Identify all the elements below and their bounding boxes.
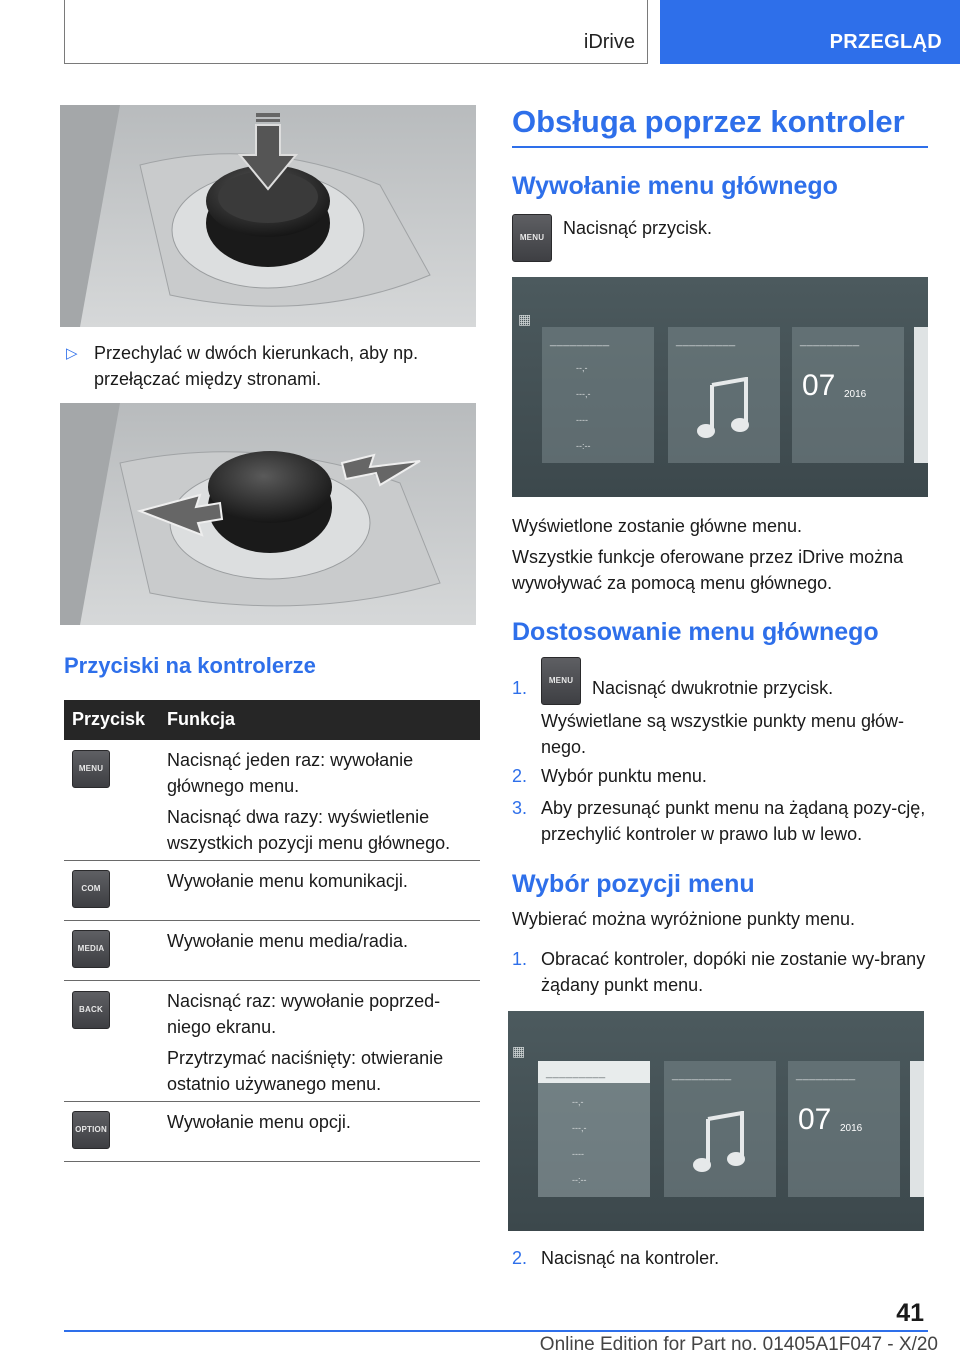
step-text: Nacisnąć na kontroler.: [541, 1248, 720, 1268]
tilt-text: Przechylać w dwóch kierunkach, aby np. p…: [94, 343, 419, 389]
tile-value: --,-: [576, 363, 588, 373]
step-text: Aby przesunąć punkt menu na żądaną pozy-…: [541, 798, 926, 844]
tile-placeholder: _________: [672, 1069, 732, 1081]
date-day: 07: [798, 1103, 832, 1136]
title-rule: [512, 146, 928, 148]
step-subtext: Wyświetlane są wszystkie punkty menu głó…: [541, 711, 904, 757]
date-year: 2016: [840, 1123, 863, 1134]
bullet-triangle-icon: ▷: [66, 345, 78, 362]
step-text: Nacisnąć dwukrotnie przycisk.: [592, 678, 834, 698]
step-text: Obracać kontroler, dopóki nie zostanie w…: [541, 949, 926, 995]
table-row: COM Wywołanie menu komunikacji.: [64, 861, 480, 921]
table-cell-line: Wywołanie menu komunikacji.: [167, 871, 408, 891]
menu-grid-icon: ▦: [512, 1043, 526, 1059]
table-cell-line: Wywołanie menu media/radia.: [167, 931, 408, 951]
menu-button-icon: MENU: [512, 214, 552, 262]
table-row: OPTION Wywołanie menu opcji.: [64, 1102, 480, 1162]
table-header: Przycisk Funkcja: [64, 700, 480, 740]
header-bar: iDrive: [64, 0, 648, 64]
press-text: Nacisnąć przycisk.: [563, 218, 713, 238]
after-text-1: Wyświetlone zostanie główne menu.: [512, 516, 802, 536]
tile-placeholder: _________: [546, 1067, 606, 1079]
tile-value: --:--: [576, 441, 591, 451]
table-row: MENU Nacisnąć jeden raz: wywołanie główn…: [64, 740, 480, 861]
table-cell-line: Nacisnąć raz: wywołanie poprzed-niego ek…: [167, 991, 441, 1037]
music-note-icon: [697, 377, 749, 438]
tile-value: ---,-: [576, 389, 591, 399]
date-year: 2016: [844, 389, 867, 400]
table-cell-line: Nacisnąć jeden raz: wywołanie głównego m…: [167, 750, 414, 796]
menu-tile-next: [910, 1061, 924, 1197]
idrive-main-menu-screen: ▦ _________ --,- ---,- ---- --:-- ______…: [512, 277, 928, 497]
tile-value: --,-: [572, 1097, 584, 1107]
table-cell-line: Nacisnąć dwa razy: wyświetlenie wszystki…: [167, 807, 451, 853]
tile-value: --:--: [572, 1175, 587, 1185]
option-button-icon: OPTION: [72, 1111, 110, 1149]
step-text: Wybór punktu menu.: [541, 766, 707, 786]
media-button-icon: MEDIA: [72, 930, 110, 968]
tile-placeholder: _________: [550, 335, 610, 347]
buttons-heading: Przyciski na kontrolerze: [64, 653, 316, 678]
step-number: 1.: [512, 949, 528, 969]
after-text-2: Wszystkie funkcje oferowane przez iDrive…: [512, 547, 904, 593]
step-number: 3.: [512, 798, 528, 818]
select-heading: Wybór pozycji menu: [512, 870, 755, 898]
menu-button-icon: MENU: [541, 657, 581, 705]
footer-rule: [64, 1330, 928, 1332]
back-button-icon: BACK: [72, 991, 110, 1029]
page-number: 41: [896, 1299, 924, 1327]
menu-tile-next: [914, 327, 928, 463]
table-row: BACK Nacisnąć raz: wywołanie poprzed-nie…: [64, 981, 480, 1102]
step-number: 2.: [512, 766, 528, 786]
footer-edition: Online Edition for Part no. 01405A1F047 …: [539, 1334, 938, 1355]
controller-press-photo: [60, 105, 476, 327]
table-cell-line: Wywołanie menu opcji.: [167, 1112, 351, 1132]
tile-placeholder: _________: [676, 335, 736, 347]
table-header-button: Przycisk: [72, 709, 146, 729]
menu-tile-media: _________: [668, 327, 780, 463]
menu-tile-vehicle: _________ --,- ---,- ---- --:--: [542, 327, 654, 463]
button-table: Przycisk Funkcja MENU Nacisnąć jeden raz…: [64, 700, 480, 1162]
com-button-icon: COM: [72, 870, 110, 908]
step-number: 2.: [512, 1248, 528, 1268]
date-day: 07: [802, 369, 836, 402]
header-section-label: PRZEGLĄD: [829, 31, 942, 53]
step-number: 1.: [512, 678, 528, 698]
table-row: MEDIA Wywołanie menu media/radia.: [64, 921, 480, 981]
select-intro: Wybierać można wyróżnione punkty menu.: [512, 909, 855, 929]
menu-tile-media: _________: [664, 1061, 776, 1197]
tile-value: ----: [572, 1149, 584, 1159]
header-section-tab: PRZEGLĄD: [660, 0, 960, 64]
table-cell-line: Przytrzymać naciśnięty: otwieranie ostat…: [167, 1048, 444, 1094]
tile-value: ---,-: [572, 1123, 587, 1133]
header-title: iDrive: [583, 31, 635, 53]
page-title: Obsługa poprzez kontroler: [512, 104, 905, 139]
customize-heading: Dostosowanie menu głównego: [512, 618, 879, 646]
tile-placeholder: _________: [800, 335, 860, 347]
controller-tilt-photo: [60, 403, 476, 625]
idrive-selection-screen: ▦ _________ --,- ---,- ---- --:-- ______…: [508, 1011, 924, 1231]
menu-tile-date: _________ 07 2016: [792, 327, 904, 463]
menu-grid-icon: ▦: [518, 311, 532, 327]
table-header-function: Funkcja: [167, 709, 236, 729]
music-note-icon: [693, 1111, 745, 1172]
tile-value: ----: [576, 415, 588, 425]
tile-highlight: [538, 1061, 650, 1083]
menu-tile-date: _________ 07 2016: [788, 1061, 900, 1197]
menu-button-icon: MENU: [72, 750, 110, 788]
call-menu-heading: Wywołanie menu głównego: [512, 172, 838, 200]
tile-placeholder: _________: [796, 1069, 856, 1081]
menu-tile-vehicle-highlighted: _________ --,- ---,- ---- --:--: [538, 1061, 650, 1197]
